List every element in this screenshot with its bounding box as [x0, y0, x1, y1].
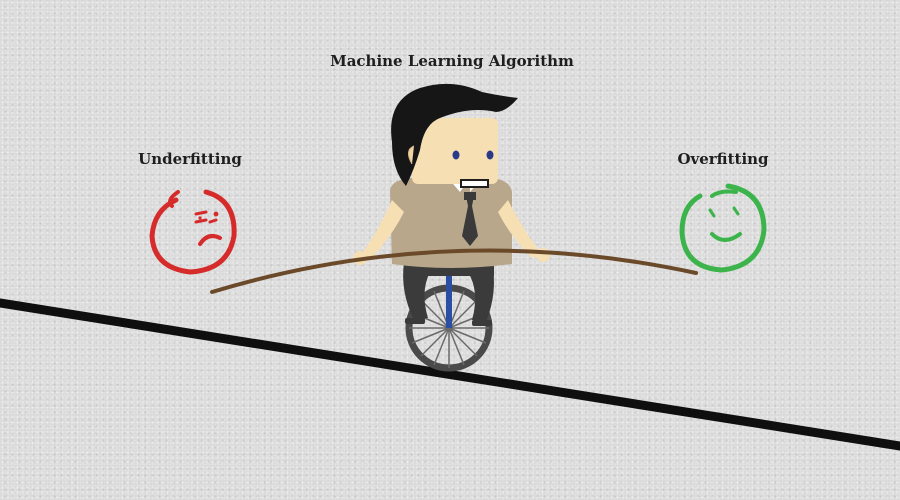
tightrope-line — [0, 298, 900, 451]
happy-face-icon — [679, 183, 767, 273]
rider-head — [391, 83, 518, 188]
sad-face-icon — [149, 189, 237, 275]
underfitting-label: Underfitting — [138, 150, 242, 168]
overfitting-label: Overfitting — [677, 150, 769, 168]
balance-pole — [210, 248, 698, 294]
algorithm-title: Machine Learning Algorithm — [330, 52, 574, 70]
